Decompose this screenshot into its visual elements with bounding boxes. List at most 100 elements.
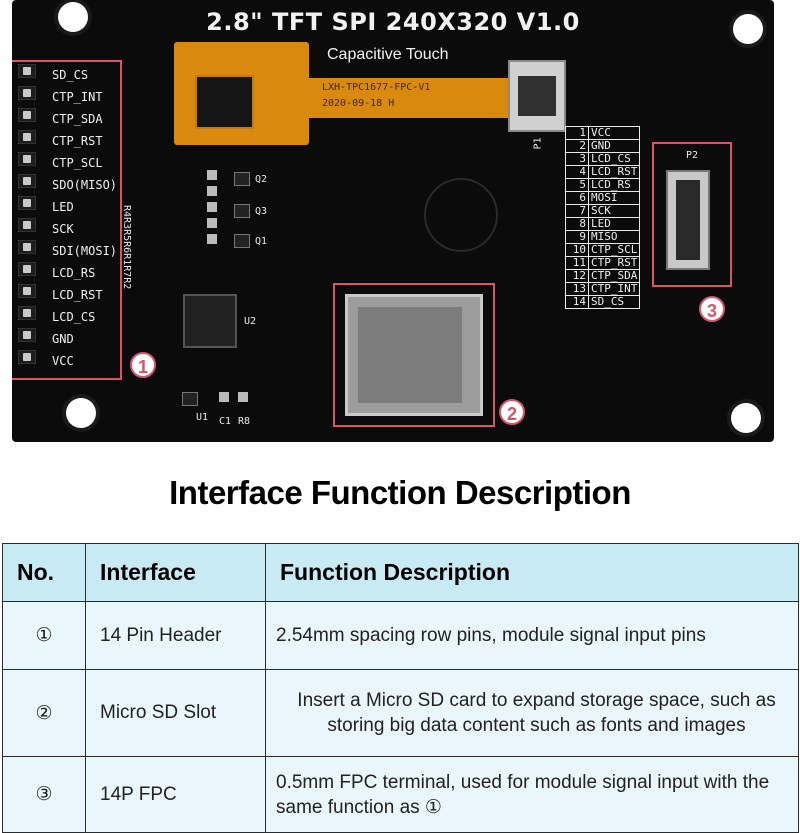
capacitive-touch-label: Capacitive Touch xyxy=(327,46,449,63)
micro-sd-highlight xyxy=(333,283,495,427)
pin-label: CTP_RST xyxy=(52,134,103,148)
p2-pin-name: LCD_RS xyxy=(587,178,641,192)
board-logo xyxy=(424,178,498,252)
p2-pin-name: SD_CS xyxy=(587,295,641,309)
p2-pin-number: 11 xyxy=(565,256,589,270)
p2-pin-number: 10 xyxy=(565,243,589,257)
pin-label: CTP_INT xyxy=(52,90,103,104)
pin-header-highlight xyxy=(12,60,122,380)
mount-hole xyxy=(58,2,88,32)
p2-pin-number: 5 xyxy=(565,178,589,192)
p2-pin-name: CTP_INT xyxy=(587,282,641,296)
c1-label: C1 xyxy=(219,416,232,427)
micro-sd-slot xyxy=(345,294,483,416)
pin-label: SCK xyxy=(52,222,74,236)
section-heading: Interface Function Description xyxy=(169,474,631,511)
table-header-row: No. Interface Function Description xyxy=(2,543,799,602)
pin-header xyxy=(18,64,36,380)
q-label: Q3 xyxy=(255,206,268,217)
fpc-highlight xyxy=(652,142,732,287)
column-header-function: Function Description xyxy=(265,543,799,602)
p2-pin-name: MOSI xyxy=(587,191,641,205)
p2-pin-number: 9 xyxy=(565,230,589,244)
r8-label: R8 xyxy=(238,416,251,427)
column-header-no: No. xyxy=(2,543,86,602)
p2-pin-name: CTP_RST xyxy=(587,256,641,270)
row-interface: 14 Pin Header xyxy=(85,601,266,670)
p2-pin-number: 12 xyxy=(565,269,589,283)
pin-label: SD_CS xyxy=(52,68,89,82)
pin-label: SDI(MOSI) xyxy=(52,244,118,258)
p2-pin-name: LCD_RST xyxy=(587,165,641,179)
marker-3: 3 xyxy=(699,296,725,322)
p2-pin-name: MISO xyxy=(587,230,641,244)
row-interface: 14P FPC xyxy=(85,756,266,833)
p1-label: P1 xyxy=(532,137,544,150)
transistor-q1 xyxy=(234,234,250,248)
marker-2: 2 xyxy=(499,399,525,425)
row-number: ① xyxy=(2,601,86,670)
p2-pin-number: 6 xyxy=(565,191,589,205)
p2-pin-number: 4 xyxy=(565,165,589,179)
u1-label: U1 xyxy=(196,412,209,423)
u2-label: U2 xyxy=(244,316,257,327)
pin-label: LCD_RS xyxy=(52,266,96,280)
pin-label: VCC xyxy=(52,354,74,368)
transistor-q3 xyxy=(234,204,250,218)
p2-pin-number: 1 xyxy=(565,126,589,140)
p2-pin-number: 2 xyxy=(565,139,589,153)
table-row: ③ 14P FPC 0.5mm FPC terminal, used for m… xyxy=(2,756,799,833)
pin-label: GND xyxy=(52,332,74,346)
mount-hole xyxy=(733,14,763,44)
row-interface: Micro SD Slot xyxy=(85,669,266,757)
row-function: Insert a Micro SD card to expand storage… xyxy=(265,669,799,757)
row-function: 0.5mm FPC terminal, used for module sign… xyxy=(265,756,799,833)
p2-pin-number: 8 xyxy=(565,217,589,231)
mount-hole xyxy=(66,398,96,428)
p2-pin-name: CTP_SDA xyxy=(587,269,641,283)
pin-label: LCD_RST xyxy=(52,288,103,302)
row-function: 2.54mm spacing row pins, module signal i… xyxy=(265,601,799,670)
resistor-label: R4R3R5R6R1R7R2 xyxy=(121,205,132,290)
pin-label: SDO(MISO) xyxy=(52,178,118,192)
pin-label: CTP_SDA xyxy=(52,112,103,126)
column-header-interface: Interface xyxy=(85,543,266,602)
board-title: 2.8" TFT SPI 240X320 V1.0 xyxy=(206,8,580,36)
pcb-board: 2.8" TFT SPI 240X320 V1.0 Capacitive Tou… xyxy=(12,0,774,442)
interface-table: No. Interface Function Description ① 14 … xyxy=(2,543,799,833)
q-label: Q1 xyxy=(255,236,268,247)
row-number: ③ xyxy=(2,756,86,833)
p2-pin-number: 7 xyxy=(565,204,589,218)
p2-pin-name: VCC xyxy=(587,126,641,140)
q-label: Q2 xyxy=(255,174,268,185)
p2-pin-name: GND xyxy=(587,139,641,153)
pin-label: LCD_CS xyxy=(52,310,96,324)
touch-controller-chip xyxy=(195,75,254,129)
fpc-print-2: 2020-09-18 H xyxy=(322,98,395,109)
ic-u2 xyxy=(183,294,237,348)
p2-connector xyxy=(666,170,710,270)
p2-label: P2 xyxy=(686,150,699,161)
p2-pin-number: 14 xyxy=(565,295,589,309)
fpc-print-1: LXH-TPC1677-FPC-V1 xyxy=(322,82,431,93)
pin-label: LED xyxy=(52,200,74,214)
pin-label: CTP_SCL xyxy=(52,156,103,170)
transistor-q2 xyxy=(234,172,250,186)
p2-pin-name: SCK xyxy=(587,204,641,218)
p2-pin-name: LCD_CS xyxy=(587,152,641,166)
p2-pin-number: 13 xyxy=(565,282,589,296)
touch-flex-tail xyxy=(302,78,512,118)
